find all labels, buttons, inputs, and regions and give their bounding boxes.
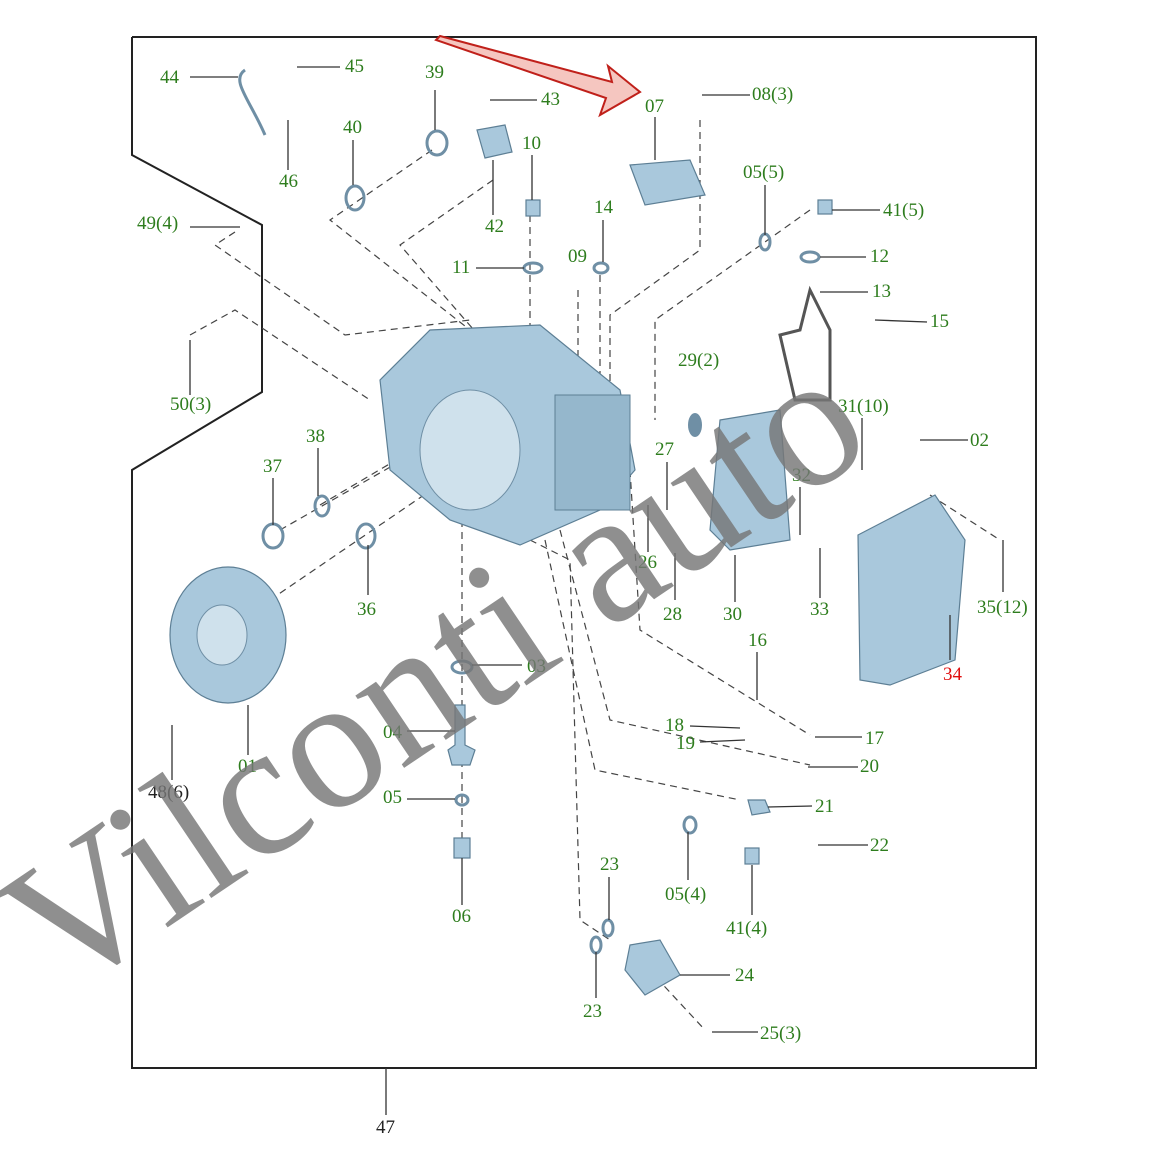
callout-label-32: 32 [792, 465, 811, 486]
callout-label-03: 03 [527, 656, 546, 677]
callout-label-42: 42 [485, 216, 504, 237]
callout-label-34: 34 [943, 664, 963, 685]
callout-label-28: 28 [663, 604, 682, 625]
callout-label-37: 37 [263, 456, 282, 477]
callout-label-30: 30 [723, 604, 742, 625]
callout-label-19: 19 [676, 733, 695, 754]
callout-label-06: 06 [452, 906, 471, 927]
callout-label-05-5: 05(5) [743, 162, 784, 183]
callout-label-26: 26 [638, 552, 657, 573]
callout-label-40: 40 [343, 117, 362, 138]
callout-label-50-3: 50(3) [170, 394, 211, 415]
leader-lines [171, 66, 1004, 1033]
callout-label-24: 24 [735, 965, 755, 986]
callout-label-14: 14 [594, 197, 614, 218]
callout-label-41-5: 41(5) [883, 200, 924, 221]
callout-label-20: 20 [860, 756, 879, 777]
callout-label-35-12: 35(12) [977, 597, 1028, 618]
callout-label-23: 23 [583, 1001, 602, 1022]
callout-label-46: 46 [279, 171, 298, 192]
callout-label-41-4: 41(4) [726, 918, 767, 939]
callout-label-44: 44 [160, 67, 180, 88]
callout-label-39: 39 [425, 62, 444, 83]
callout-label-01: 01 [238, 756, 257, 777]
solenoid-24 [624, 939, 681, 996]
mechatronic-module [629, 159, 706, 206]
callout-label-16: 16 [748, 630, 767, 651]
callout-label-23: 23 [600, 854, 619, 875]
callout-label-38: 38 [306, 426, 325, 447]
small-parts [238, 68, 833, 955]
torque-converter [169, 566, 287, 704]
diagram-frame [131, 36, 1037, 1069]
callout-label-31-10: 31(10) [838, 396, 889, 417]
callout-label-48-6: 48(6) [148, 782, 189, 803]
callout-label-47: 47 [376, 1117, 395, 1138]
callout-label-05-4: 05(4) [665, 884, 706, 905]
callout-label-09: 09 [568, 246, 587, 267]
callout-label-49-4: 49(4) [137, 213, 178, 234]
callout-label-36: 36 [357, 599, 376, 620]
callout-label-17: 17 [865, 728, 884, 749]
callout-label-04: 04 [383, 722, 403, 743]
callout-label-45: 45 [345, 56, 364, 77]
callout-label-12: 12 [870, 246, 889, 267]
callout-label-27: 27 [655, 439, 674, 460]
callout-label-33: 33 [810, 599, 829, 620]
callout-label-10: 10 [522, 133, 541, 154]
callout-label-07: 07 [645, 96, 664, 117]
assembly-lines [189, 120, 1001, 1031]
callout-label-22: 22 [870, 835, 889, 856]
callout-label-21: 21 [815, 796, 834, 817]
oil-pan [857, 494, 966, 686]
callout-label-05: 05 [383, 787, 402, 808]
callout-labels: 44 45 39 43 07 08(3) 40 46 10 05(5) 41(5) 49(4) 42 14… [137, 56, 1028, 1138]
callout-label-02: 02 [970, 430, 989, 451]
callout-label-29-2: 29(2) [678, 350, 719, 371]
callout-label-18: 18 [665, 715, 684, 736]
callout-label-43: 43 [541, 89, 560, 110]
valve-body [709, 409, 791, 551]
callout-label-25-3: 25(3) [760, 1023, 801, 1044]
red-arrow-icon [434, 34, 642, 118]
callout-label-08-3: 08(3) [752, 84, 793, 105]
callout-label-15: 15 [930, 311, 949, 332]
wiring-harness [778, 285, 832, 402]
transmission-housing [379, 324, 636, 546]
callout-label-11: 11 [452, 257, 470, 278]
callout-label-13: 13 [872, 281, 891, 302]
